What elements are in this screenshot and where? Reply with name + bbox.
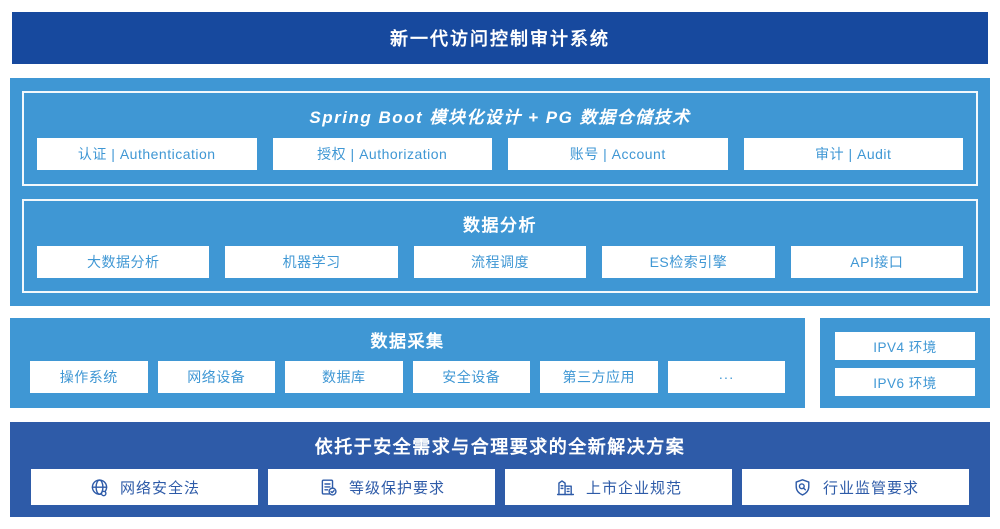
analysis-box-api: API接口 [790, 245, 964, 278]
analysis-row: 大数据分析 机器学习 流程调度 ES检索引擎 API接口 [24, 245, 976, 278]
solution-label: 上市企业规范 [585, 479, 682, 497]
analysis-box-workflow: 流程调度 [413, 245, 587, 278]
collection-box-os: 操作系统 [30, 361, 148, 393]
module-box-account: 账号 | Account [508, 138, 728, 170]
document-check-icon [318, 477, 339, 498]
platform-section: Spring Boot 模块化设计 + PG 数据仓储技术 认证 | Authe… [10, 78, 990, 306]
solution-label: 行业监管要求 [822, 479, 919, 497]
collection-box-third-party: 第三方应用 [540, 361, 658, 393]
collection-box-more-ellipsis: ··· [667, 361, 785, 393]
analysis-box-bigdata: 大数据分析 [37, 245, 210, 278]
analysis-subsection: 数据分析 大数据分析 机器学习 流程调度 ES检索引擎 API接口 [22, 198, 978, 293]
solution-section: 依托于安全需求与合理要求的全新解决方案 网络安全法 [10, 422, 990, 517]
collection-section: 数据采集 操作系统 网络设备 数据库 安全设备 第三方应用 ··· [10, 318, 805, 408]
solution-label: 等级保护要求 [348, 479, 445, 497]
modules-subsection: Spring Boot 模块化设计 + PG 数据仓储技术 认证 | Authe… [22, 91, 978, 186]
system-title-banner: 新一代访问控制审计系统 [12, 12, 988, 64]
collection-box-database: 数据库 [285, 361, 403, 393]
system-title: 新一代访问控制审计系统 [390, 29, 610, 49]
solution-title: 依托于安全需求与合理要求的全新解决方案 [314, 437, 686, 457]
solution-box-classified-protection: 等级保护要求 [268, 469, 495, 505]
env-box-ipv4: IPV4 环境 [835, 332, 975, 360]
collection-box-network-device: 网络设备 [157, 361, 275, 393]
solution-box-listed-company: 上市企业规范 [505, 469, 732, 505]
collection-title: 数据采集 [370, 332, 445, 351]
modules-title: Spring Boot 模块化设计 + PG 数据仓储技术 [309, 108, 691, 127]
module-box-authentication: 认证 | Authentication [37, 138, 257, 170]
collection-environment-row: 数据采集 操作系统 网络设备 数据库 安全设备 第三方应用 ··· IPV4 环… [10, 318, 990, 408]
analysis-box-es-search: ES检索引擎 [602, 245, 775, 278]
shield-search-icon [792, 477, 813, 498]
collection-row: 操作系统 网络设备 数据库 安全设备 第三方应用 ··· [10, 361, 805, 393]
solution-row: 网络安全法 等级保护要求 [10, 469, 990, 505]
env-box-ipv6: IPV6 环境 [835, 368, 975, 396]
solution-box-network-security-law: 网络安全法 [31, 469, 258, 505]
collection-box-security-device: 安全设备 [412, 361, 530, 393]
analysis-title: 数据分析 [463, 215, 537, 235]
environment-section: IPV4 环境 IPV6 环境 [820, 318, 990, 408]
globe-icon [89, 477, 110, 498]
building-icon [555, 477, 576, 498]
module-box-authorization: 授权 | Authorization [272, 138, 492, 170]
module-box-audit: 审计 | Audit [743, 138, 963, 170]
modules-row: 认证 | Authentication 授权 | Authorization 账… [24, 138, 976, 170]
solution-label: 网络安全法 [119, 479, 200, 497]
solution-box-industry-regulation: 行业监管要求 [742, 469, 969, 505]
analysis-box-machine-learning: 机器学习 [225, 245, 398, 278]
